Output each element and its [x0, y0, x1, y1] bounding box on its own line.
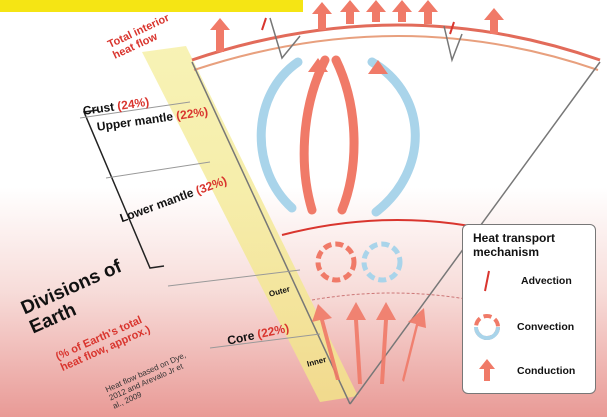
- mantle-cell-right-rising: [336, 60, 354, 210]
- surface-arrow: [418, 0, 438, 24]
- mantle-convection: [261, 58, 415, 212]
- convection-icon: [471, 311, 503, 343]
- core-cell-right: [364, 244, 400, 280]
- legend-item-conduction: Conduction: [517, 365, 575, 377]
- surface-arrow: [484, 8, 504, 34]
- legend-item-advection: Advection: [521, 275, 572, 287]
- conduction-icon: [477, 357, 497, 383]
- core-cell-left: [318, 244, 354, 280]
- surface-arc: [192, 25, 600, 60]
- surface-arrow: [312, 2, 332, 30]
- mantle-cell-left-rising: [304, 60, 325, 210]
- surface-arrow: [340, 0, 360, 24]
- mantle-cell-left-sinking: [261, 62, 298, 208]
- mantle-cell-right-sinking: [372, 62, 415, 212]
- legend-item-convection: Convection: [517, 321, 574, 333]
- legend-title: Heat transport mechanism: [473, 231, 593, 259]
- wedge-left-edge: [192, 62, 350, 404]
- plate-notch-right: [444, 26, 462, 60]
- outer-core-convection: [318, 244, 400, 280]
- advection-icon: [477, 269, 497, 293]
- surface-arrow: [366, 0, 386, 22]
- inner-core-arc: [312, 293, 472, 300]
- conduction-arrow: [346, 302, 366, 384]
- heat-flow-bar: [142, 46, 358, 402]
- conduction-arrow: [402, 308, 426, 382]
- legend-box: Heat transport mechanism Advection Conve…: [462, 224, 596, 394]
- surface-arrow: [210, 18, 230, 52]
- conduction-arrow: [376, 302, 396, 384]
- surface-arrow: [392, 0, 412, 22]
